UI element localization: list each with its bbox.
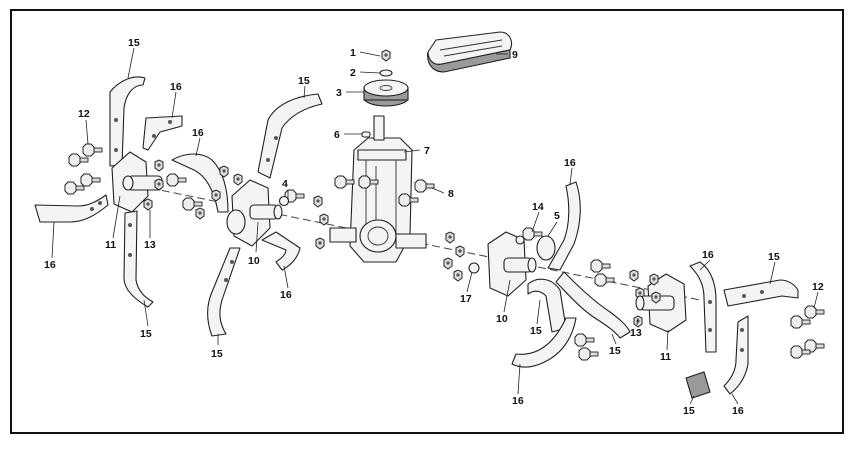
callout-16-f: 16 [702,249,714,261]
tine-15-inner-right-far [555,271,631,339]
washer-17 [468,262,480,274]
callout-7: 7 [424,145,430,157]
tine-16-inner-left [171,153,229,213]
callout-16-h: 16 [732,405,744,417]
bracket-5 [536,235,556,261]
callout-labels: 1 2 3 4 5 6 7 8 9 10 10 11 11 12 12 13 1… [44,37,824,417]
gearbox-output-hub [359,219,397,253]
key-6 [361,131,371,138]
callout-14: 14 [532,201,544,213]
callout-15-g: 15 [768,251,780,263]
callout-9: 9 [512,49,518,61]
tine-15-right-outer-tip [685,371,711,399]
callout-5: 5 [554,210,560,222]
callout-17: 17 [460,293,472,305]
tine-15-inner-lower [206,247,241,337]
gearbox-input-shaft [373,115,385,141]
callout-6: 6 [334,129,340,141]
tine-15-lower-left [123,210,154,308]
callout-12-right: 12 [812,281,824,293]
callout-16-b: 16 [192,127,204,139]
tine-16-inner-right-upper [547,181,581,271]
callout-11-right: 11 [660,351,671,363]
callout-1: 1 [350,47,356,59]
callout-11-left: 11 [105,239,116,251]
callout-16-a: 16 [170,81,182,93]
callout-12-left: 12 [78,108,90,120]
callout-15-f: 15 [609,345,621,357]
callout-16-d: 16 [280,289,292,301]
callout-15-b: 15 [298,75,310,87]
tine-15-inner-upper [257,93,323,179]
callout-16-g: 16 [512,395,524,407]
callout-15-e: 15 [530,325,542,337]
callout-16-c: 16 [44,259,56,271]
callout-15-d: 15 [211,348,223,360]
leader-lines [51,47,819,405]
tine-16-left-lower [34,194,109,223]
washer-4 [278,195,290,207]
callout-3: 3 [336,87,342,99]
callout-10-right: 10 [496,313,508,325]
callout-10-left: 10 [248,255,260,267]
tine-16-inner-lower [261,231,301,271]
tine-16-right-outer-upper [689,261,717,353]
gearbox-shaft-right [395,233,427,249]
callout-15-a: 15 [128,37,140,49]
callout-15-h: 15 [683,405,695,417]
callout-4: 4 [282,178,288,190]
diagram-frame [10,9,844,434]
tine-16-left-upper [142,115,183,151]
callout-15-c: 15 [140,328,152,340]
washer-2 [379,69,393,77]
bracket-ring-left [226,209,246,235]
tine-16-right-outer-lower [723,315,749,395]
tine-15-upper-left [109,76,146,167]
tine-15-inner-right [527,278,567,333]
callout-16-e: 16 [564,157,576,169]
callout-13-left: 13 [144,239,156,251]
tine-16-inner-right-lower [511,317,577,368]
callout-13-right: 13 [630,327,642,339]
callout-2: 2 [350,67,356,79]
callout-8: 8 [448,188,454,200]
gearbox-shaft-left [329,227,357,243]
